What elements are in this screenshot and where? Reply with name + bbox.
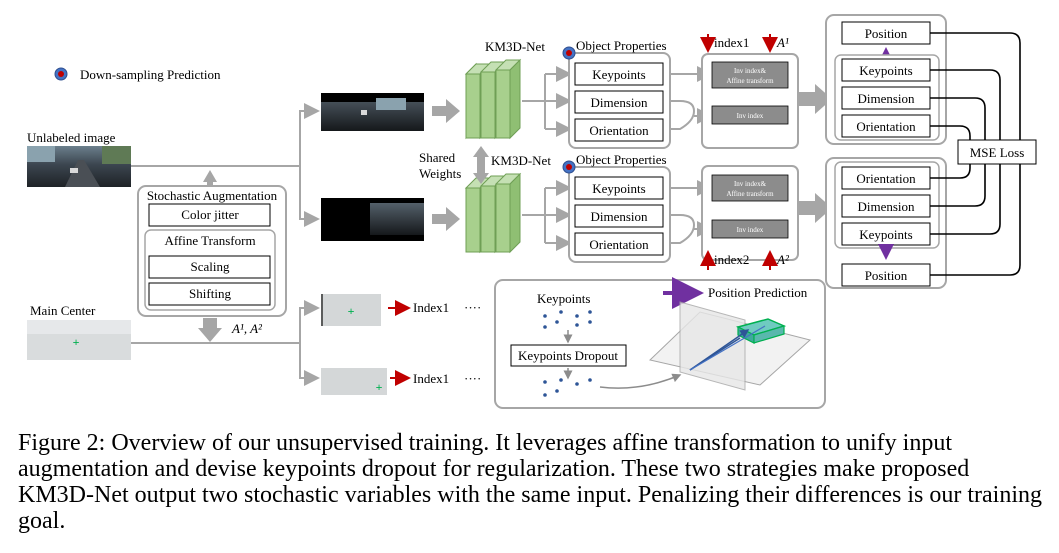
stochastic-augmentation-title: Stochastic Augmentation (147, 188, 278, 203)
index1-label-b: Index1 (413, 371, 449, 386)
inset-position-prediction-label: Position Prediction (708, 285, 808, 300)
color-jitter-label: Color jitter (181, 207, 239, 222)
object-properties-top-title: Object Properties (576, 38, 667, 53)
center-heatmap-b: + (321, 368, 387, 395)
output-top-dimension: Dimension (857, 91, 915, 106)
transform-to-output-arrow-bottom (799, 193, 832, 223)
figure-caption: Figure 2: Overview of our unsupervised t… (18, 430, 1042, 534)
stochastic-augmentation-box: Stochastic Augmentation Color jitter Aff… (137, 185, 287, 317)
branch-top-orientation: Orientation (589, 123, 649, 138)
net-to-branches-bottom (522, 180, 572, 251)
object-properties-top: Object Properties Keypoints Dimension Or… (562, 38, 671, 149)
output-bottom-dimension: Dimension (857, 199, 915, 214)
index2-bottom-label: index2 (714, 252, 749, 267)
keypoints-dropout-inset: Keypoints Keypoints Dropout Position Pre… (494, 277, 826, 409)
object-properties-bottom-title: Object Properties (576, 152, 667, 167)
km3d-net-top-label: KM3D-Net (485, 39, 545, 54)
output-bottom-position: Position (865, 268, 908, 283)
keypoints-cloud (543, 310, 592, 329)
inv-index-bottom: Inv index (737, 226, 764, 234)
affine-transform-label: Affine Transform (164, 233, 255, 248)
projection-planes (648, 301, 812, 391)
shared-weights-line2: Weights (419, 166, 461, 181)
main-center-marker-icon: + (73, 335, 80, 349)
down-sampling-top-core-icon (566, 50, 572, 56)
augmented-view-bottom (321, 198, 424, 241)
transform-block-bottom: Inv index& Affine transform Inv index in… (700, 165, 799, 270)
view-to-net-arrow-top (432, 99, 460, 123)
index1-top-label: index1 (714, 35, 749, 50)
main-center-label: Main Center (30, 303, 96, 318)
affine-params-label: A¹, A² (231, 321, 263, 336)
mse-loss-label: MSE Loss (970, 145, 1025, 160)
km3d-net-top: KM3D-Net (464, 39, 545, 140)
inv-index-affine-top-1: Inv index& (734, 67, 767, 75)
flow-to-bottom-view (299, 166, 320, 227)
scaling-label: Scaling (191, 259, 230, 274)
inv-index-top: Inv index (737, 112, 764, 120)
index1-label-a: Index1 (413, 300, 449, 315)
km3d-net-bottom-label: KM3D-Net (491, 153, 551, 168)
ellipsis-b: ···· (464, 371, 481, 386)
km3d-net-bottom: KM3D-Net (464, 153, 551, 254)
shared-weights-line1: Shared (419, 150, 456, 165)
down-sampling-bottom-core-icon (566, 164, 572, 170)
inv-index-affine-top-2: Affine transform (726, 77, 774, 85)
flow-to-center-b (299, 343, 320, 386)
output-bottom-keypoints: Keypoints (859, 227, 912, 242)
legend: Down-sampling Prediction (54, 67, 221, 82)
output-bottom-orientation: Orientation (856, 171, 916, 186)
main-center-thumbnail: + (27, 320, 131, 360)
inset-keypoints-label: Keypoints (537, 291, 590, 306)
mse-loss-box (957, 139, 1037, 165)
flow-to-top-view (299, 103, 320, 166)
shared-weights-arrow (473, 146, 489, 184)
unlabeled-image-thumbnail (27, 146, 131, 187)
output-top-position: Position (865, 26, 908, 41)
center-b-marker-icon: + (376, 380, 383, 394)
output-top-keypoints: Keypoints (859, 63, 912, 78)
unlabeled-image-label: Unlabeled image (27, 130, 116, 145)
shifting-label: Shifting (189, 286, 231, 301)
branch-bottom-orientation: Orientation (589, 237, 649, 252)
flow-to-center-a (299, 300, 320, 343)
center-a-marker-icon: + (348, 304, 355, 318)
transform-block-top: index1 A¹ Inv index& Affine transform In… (700, 34, 799, 149)
dropout-to-projection-arrow (599, 373, 682, 389)
a1-top-label: A¹ (776, 35, 789, 50)
branch-bottom-keypoints: Keypoints (592, 181, 645, 196)
augmented-view-top (321, 93, 424, 131)
legend-label: Down-sampling Prediction (80, 67, 221, 82)
net-to-branches-top (522, 66, 572, 137)
augmentation-up-arrow (203, 170, 217, 187)
branch-top-keypoints: Keypoints (592, 67, 645, 82)
affine-params-down-arrow (198, 318, 222, 342)
inset-keypoints-dropout-label: Keypoints Dropout (518, 348, 618, 363)
view-to-net-arrow-bottom (432, 207, 460, 231)
object-properties-bottom: Object Properties Keypoints Dimension Or… (562, 152, 671, 263)
output-group-bottom: Orientation Dimension Keypoints Position (825, 157, 947, 289)
mse-connectors (930, 32, 1021, 276)
down-sampling-prediction-core-icon (58, 71, 64, 77)
transform-to-output-arrow-top (799, 84, 832, 114)
ellipsis-a: ···· (464, 300, 481, 315)
output-group-top: Position Keypoints Dimension Orientation (825, 14, 947, 145)
keypoints-after-dropout (543, 378, 592, 397)
inv-index-affine-bottom-2: Affine transform (726, 190, 774, 198)
center-heatmap-a: + (321, 294, 381, 326)
branch-bottom-dimension: Dimension (590, 209, 648, 224)
a2-bottom-label: A² (776, 252, 790, 267)
training-overview-diagram: Down-sampling Prediction Unlabeled image… (27, 14, 1037, 409)
inv-index-affine-bottom-1: Inv index& (734, 180, 767, 188)
branch-top-dimension: Dimension (590, 95, 648, 110)
output-top-orientation: Orientation (856, 119, 916, 134)
